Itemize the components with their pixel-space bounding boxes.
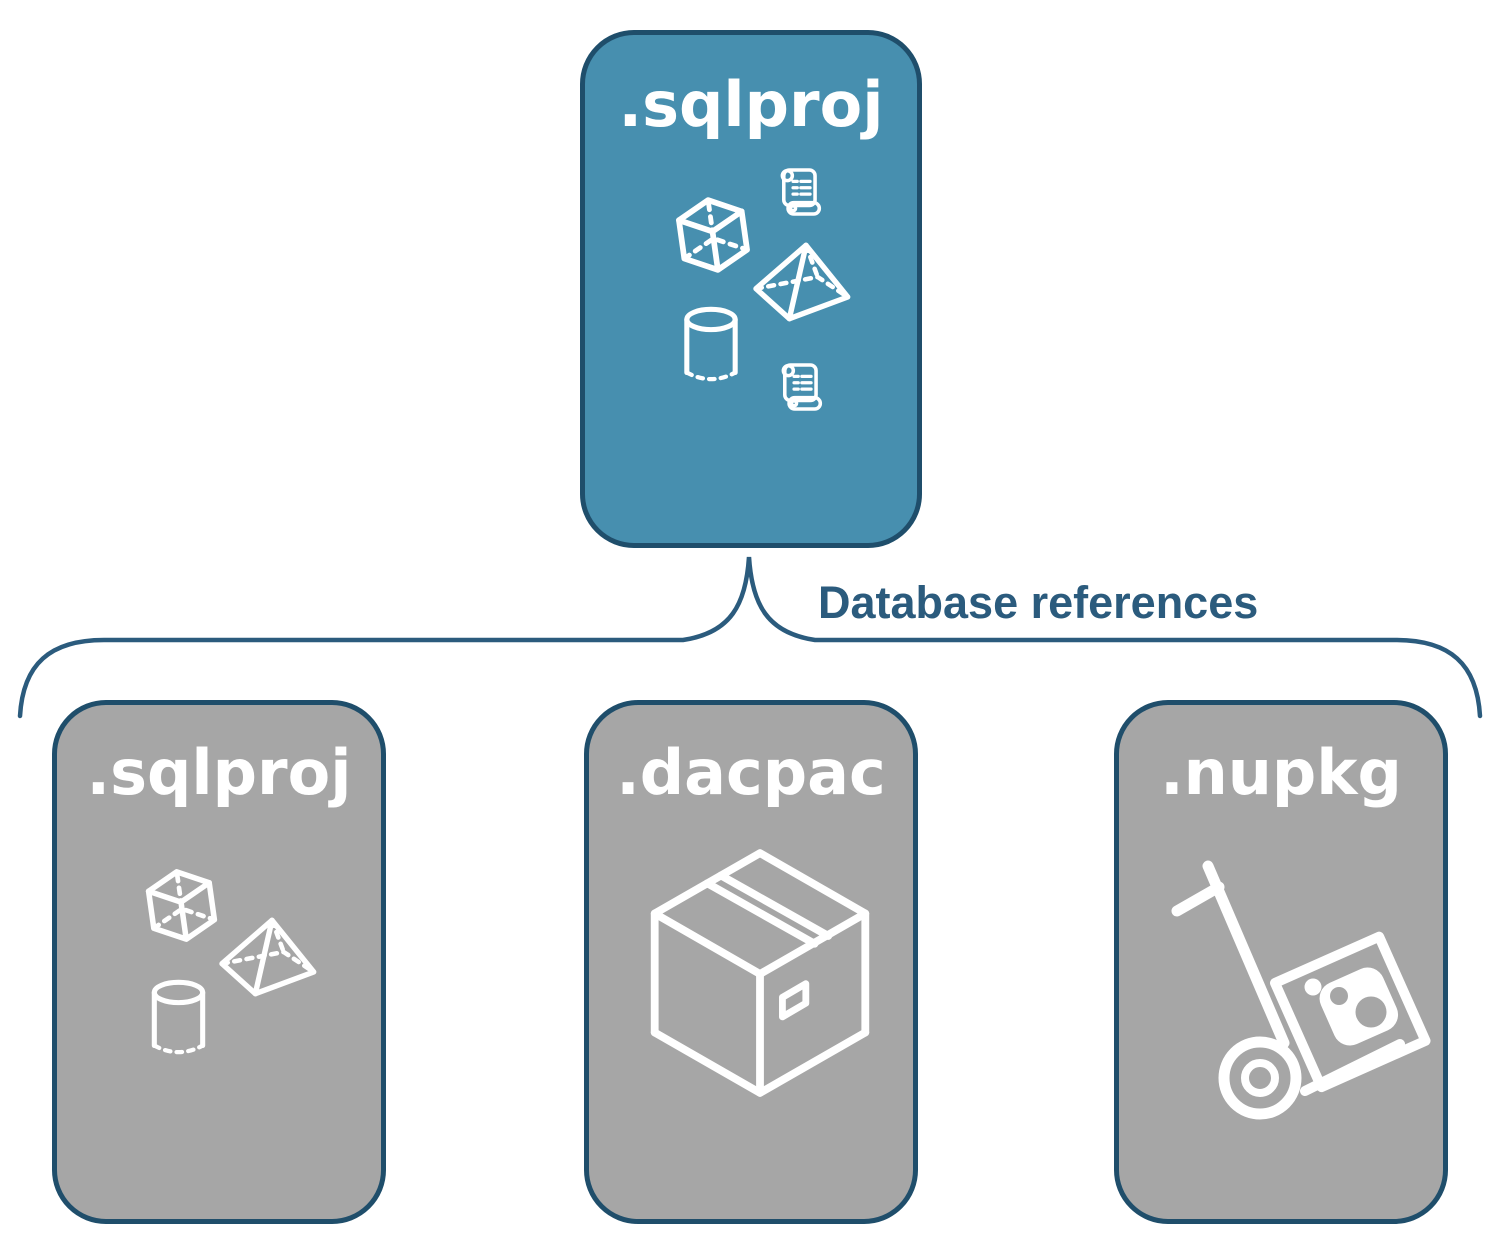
scroll-icon xyxy=(772,358,826,416)
child-card-sqlproj-label: .sqlproj xyxy=(86,736,352,809)
connector-label: Database references xyxy=(818,577,1259,628)
cube-icon xyxy=(669,191,757,279)
child-card-nupkg: .nupkg xyxy=(1114,700,1448,1224)
hand-truck-icon xyxy=(1169,855,1431,1120)
child-card-dacpac: .dacpac xyxy=(584,700,918,1224)
cylinder-icon xyxy=(678,306,744,385)
package-box-icon xyxy=(643,840,877,1106)
child-card-nupkg-label: .nupkg xyxy=(1160,736,1402,809)
pyramid-icon xyxy=(751,237,851,327)
parent-card-sqlproj: .sqlproj xyxy=(580,30,922,548)
cylinder-icon xyxy=(145,979,212,1058)
nuget-package-icon xyxy=(1304,967,1399,1046)
child-card-sqlproj: .sqlproj xyxy=(52,700,386,1224)
cube-icon xyxy=(138,863,225,948)
parent-card-label: .sqlproj xyxy=(618,68,884,141)
scroll-icon xyxy=(771,163,825,221)
connector-bracket-path xyxy=(17,556,1483,719)
pyramid-icon xyxy=(217,912,317,1002)
child-card-dacpac-label: .dacpac xyxy=(616,736,886,809)
